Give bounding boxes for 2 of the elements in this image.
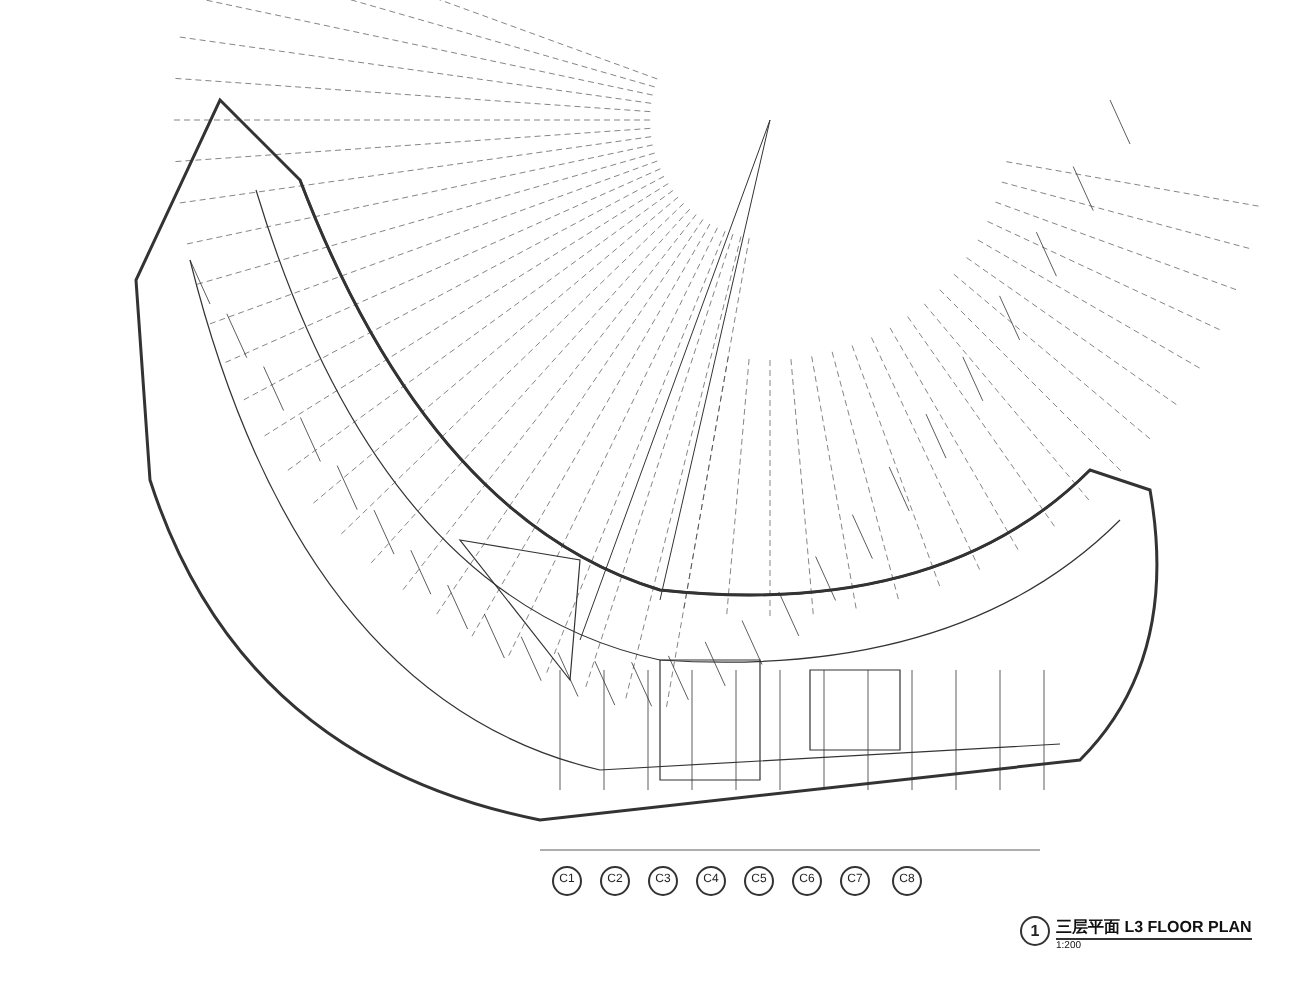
callout-number: 1 xyxy=(1020,916,1050,946)
drawing-title: 三层平面 L3 FLOOR PLAN xyxy=(1056,916,1252,940)
